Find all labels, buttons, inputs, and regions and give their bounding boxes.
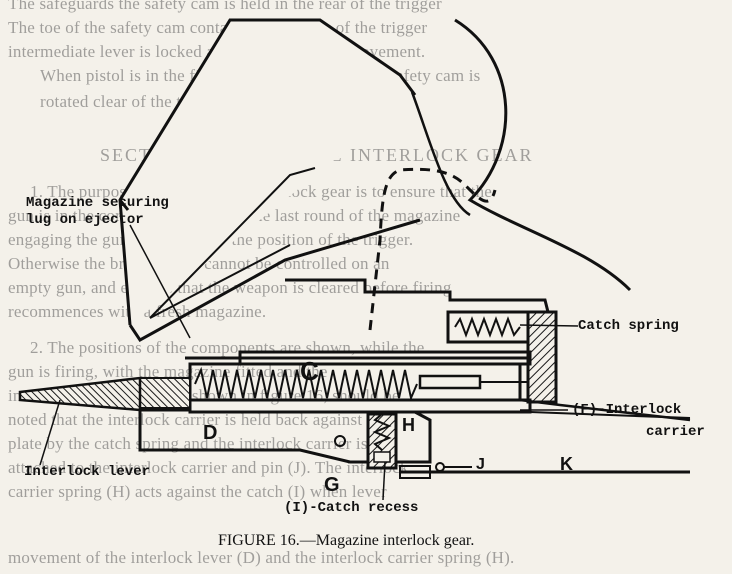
bg-line: movement of the interlock lever (D) and … <box>8 548 515 567</box>
hatched-front-piece <box>139 377 191 409</box>
leader-interlock-lever <box>39 399 61 466</box>
bg-line: plate by the catch spring and the interl… <box>8 434 368 453</box>
pivot-g <box>334 435 346 447</box>
part-letter-h: H <box>402 415 415 435</box>
carrier-bottom-bar <box>188 398 532 414</box>
bg-line: attached to the interlock carrier and pi… <box>8 458 409 477</box>
leader-catch-spring <box>519 324 579 327</box>
bg-line: noted that the interlock carrier is held… <box>8 410 389 429</box>
dashed-cartridge-outline <box>368 167 497 331</box>
part-letter-k: K <box>560 454 573 474</box>
part-letter-c: C <box>300 356 319 386</box>
bg-line: empty gun, and ensures that the weapon i… <box>8 278 452 297</box>
interlock-carrier-spring <box>194 366 418 402</box>
catch-spring <box>454 316 521 338</box>
lower-frame <box>138 410 432 464</box>
leader-magazine-lug <box>129 224 191 339</box>
label-interlock-carrier-1: (F)-Interlock <box>572 402 682 418</box>
leader-catch-recess <box>382 461 386 501</box>
housing-curve <box>454 18 632 292</box>
bg-line: carrier spring (H) acts against the catc… <box>8 482 387 501</box>
bg-line: The safeguards the safety cam is held in… <box>8 0 442 13</box>
top-plate <box>285 278 550 313</box>
catch-spring-h <box>372 413 392 451</box>
label-magazine-securing-lug: Magazine securing lug on ejector <box>26 195 169 228</box>
pin-j <box>435 462 445 472</box>
guide-rod <box>418 374 482 390</box>
figure-caption: FIGURE 16.—Magazine interlock gear. <box>218 532 475 549</box>
part-letter-d: D <box>203 422 218 444</box>
label-catch-recess: (I)-Catch recess <box>284 500 419 516</box>
label-interlock-lever: Interlock lever <box>24 464 151 480</box>
label-catch-spring: Catch spring <box>578 318 679 334</box>
label-interlock-carrier-2: carrier <box>646 424 705 440</box>
part-letter-j: J <box>476 456 485 473</box>
interlock-lever-shape <box>18 376 142 412</box>
part-letter-g: G <box>324 474 340 496</box>
